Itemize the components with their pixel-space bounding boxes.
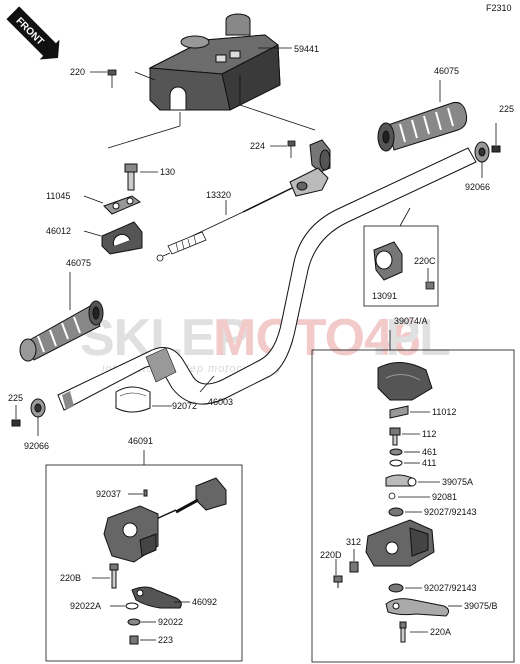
label-13091: 13091 — [372, 291, 397, 301]
lever-39075b — [385, 598, 450, 617]
switch-body-right — [365, 519, 435, 567]
leader-46012 — [83, 230, 102, 237]
part-11012 — [389, 405, 409, 419]
watermark-brand-suffix: .PL — [372, 309, 450, 367]
label-11012: 11012 — [432, 407, 456, 417]
washer-92022 — [127, 618, 141, 626]
label-92066-left: 92066 — [24, 441, 49, 451]
figure-code: F2310 — [486, 3, 512, 13]
label-223: 223 — [158, 635, 173, 645]
label-11045: 11045 — [46, 191, 70, 201]
screw-220d — [333, 575, 343, 588]
oring-92027-top — [388, 507, 404, 517]
leader-housing-throttle — [239, 104, 316, 131]
switch-body-left — [103, 505, 159, 563]
nut-461 — [389, 448, 403, 456]
label-46091: 46091 — [128, 436, 153, 446]
label-39074a: 39074/A — [394, 316, 428, 326]
screw-223 — [129, 635, 139, 645]
label-92066-right: 92066 — [465, 182, 490, 192]
plate-39075a — [385, 474, 417, 487]
oring-92027-bottom — [388, 583, 404, 593]
nut-312 — [349, 561, 359, 573]
label-92027-top: 92027/92143 — [424, 507, 477, 517]
screw-220b — [109, 563, 119, 589]
part-92037 — [143, 489, 148, 497]
left-grip — [19, 300, 104, 362]
leader-46003 — [199, 375, 215, 393]
screw-220a — [399, 621, 407, 643]
label-411: 411 — [422, 458, 436, 468]
lever-46092 — [131, 586, 182, 609]
label-46075-right: 46075 — [434, 66, 459, 76]
label-92081: 92081 — [432, 492, 457, 502]
label-92027-bottom: 92027/92143 — [424, 583, 477, 593]
label-224: 224 — [250, 141, 265, 151]
right-grip — [377, 102, 468, 152]
label-92037: 92037 — [96, 489, 121, 499]
label-312: 312 — [346, 537, 361, 547]
label-225-left: 225 — [8, 393, 23, 403]
label-220b: 220B — [60, 573, 81, 583]
throttle-housing — [289, 139, 331, 197]
screw-220-top — [107, 69, 117, 88]
screw-112 — [389, 427, 401, 446]
label-220c: 220C — [414, 256, 436, 266]
bolt-130 — [124, 163, 138, 191]
label-225-right: 225 — [499, 104, 514, 114]
label-220-top: 220 — [70, 67, 85, 77]
throttle-cable — [156, 187, 293, 262]
label-46092: 46092 — [192, 597, 217, 607]
spring-92081 — [388, 492, 396, 500]
label-220a: 220A — [430, 627, 451, 637]
box-46091 — [45, 464, 243, 662]
label-461: 461 — [422, 447, 437, 457]
screw-224 — [287, 140, 296, 158]
bar-end-right — [474, 141, 501, 163]
leader-11045 — [83, 195, 104, 204]
watermark-brand-accent: MOTO46 — [213, 309, 420, 367]
screw-220c — [425, 281, 435, 290]
label-92022a: 92022A — [70, 601, 101, 611]
label-46012: 46012 — [46, 226, 71, 236]
clip-92072 — [115, 386, 151, 413]
label-112: 112 — [422, 429, 436, 439]
leader-housing-bracket — [107, 125, 181, 149]
handlebar-46003 — [57, 147, 477, 411]
label-13320: 13320 — [206, 190, 231, 200]
clamp-46012 — [101, 221, 143, 255]
housing-cover — [148, 13, 281, 111]
label-39075b: 39075/B — [464, 601, 498, 611]
box-39074a — [311, 349, 515, 663]
label-39075a: 39075A — [442, 477, 473, 487]
washer-92022a — [125, 602, 139, 610]
label-92022: 92022 — [158, 617, 183, 627]
label-46003: 46003 — [208, 397, 233, 407]
label-130: 130 — [160, 167, 175, 177]
label-59441: 59441 — [294, 44, 319, 54]
switch-cover-39074a — [377, 362, 433, 401]
label-46075-left: 46075 — [66, 258, 91, 268]
leader-inset-to-bar — [399, 207, 411, 227]
label-92072: 92072 — [172, 401, 197, 411]
clamp-13091 — [373, 241, 403, 281]
label-220d: 220D — [320, 550, 342, 560]
leader-housing-left — [134, 71, 156, 81]
connector-46091 — [153, 477, 227, 521]
washer-411 — [389, 459, 403, 467]
bracket-11045 — [103, 195, 141, 215]
front-arrow-icon: FRONT — [6, 6, 60, 60]
bar-end-left — [11, 398, 46, 427]
